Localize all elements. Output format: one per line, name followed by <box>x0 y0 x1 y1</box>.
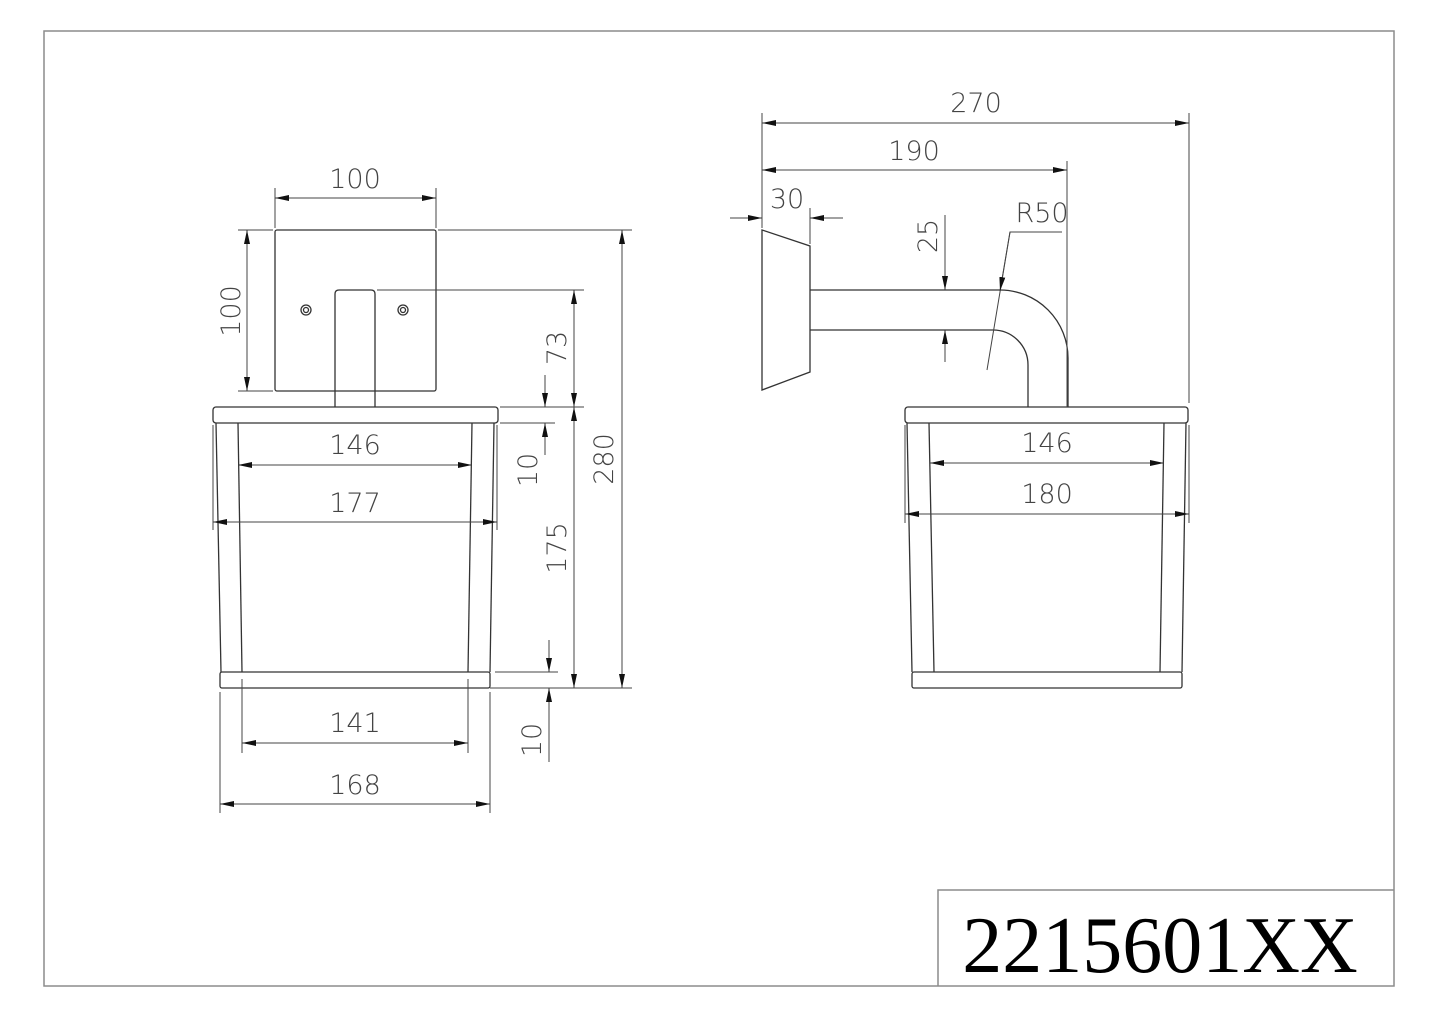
dim-bend-radius: R50 <box>1015 198 1068 229</box>
arm <box>334 289 376 407</box>
wall-plate-profile <box>761 229 811 391</box>
dim-inner-top-width: 146 <box>1021 428 1073 459</box>
dim-plate-width: 100 <box>329 164 381 195</box>
lamp-body <box>906 422 1187 673</box>
top-cap <box>904 406 1189 424</box>
part-number: 2215601XX <box>962 902 1358 990</box>
dim-overall-depth: 270 <box>950 88 1002 119</box>
dim-outer-top-width: 177 <box>329 488 381 519</box>
dim-arm-reach: 190 <box>888 136 940 167</box>
dim-plate-depth: 30 <box>770 184 804 215</box>
dim-outer-top-width: 180 <box>1021 479 1073 510</box>
bottom-cap <box>911 671 1183 689</box>
wall-plate <box>274 229 437 392</box>
dim-bottom-cap: 10 <box>517 723 548 757</box>
top-cap <box>212 406 499 424</box>
dim-outer-bottom-width: 168 <box>329 770 381 801</box>
arm-outer-edge <box>810 289 1069 407</box>
dim-plate-height: 100 <box>216 285 247 337</box>
dim-inner-bottom-width: 141 <box>329 708 381 739</box>
screw-hole-icon <box>397 304 409 316</box>
dim-top-cap: 10 <box>513 453 544 487</box>
dim-arm-drop: 73 <box>542 331 573 365</box>
drawing-border <box>43 30 1395 987</box>
front-view: 100 100 73 280 10 175 146 177 <box>212 164 632 813</box>
side-view: 270 190 30 25 R50 146 180 <box>730 88 1190 689</box>
dim-arm-thickness: 25 <box>913 219 944 253</box>
arm-inner-edge <box>810 329 1029 407</box>
dim-overall-height: 280 <box>589 433 620 485</box>
bottom-cap <box>219 671 491 689</box>
title-block: 2215601XX <box>937 889 1394 990</box>
dim-body-height: 175 <box>542 522 573 574</box>
screw-hole-icon <box>300 304 312 316</box>
dim-inner-top-width: 146 <box>329 430 381 461</box>
